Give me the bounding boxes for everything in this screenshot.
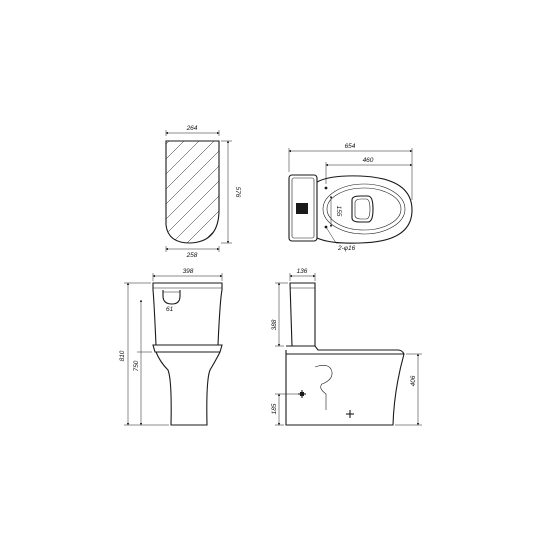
dim-bowl-length: 460 <box>325 157 413 184</box>
dim-outlet-height: 185 <box>271 393 298 426</box>
dim-label-576: 576 <box>234 187 241 198</box>
tank-side-outline <box>289 282 316 347</box>
trapway <box>314 365 333 410</box>
dim-label-185: 185 <box>271 403 278 414</box>
side-section-view: 264 258 576 <box>165 125 241 259</box>
drain-opening <box>351 195 374 223</box>
top-view: 654 460 155 2-φ16 <box>288 143 413 252</box>
side-view: 136 388 185 406 <box>271 268 422 426</box>
seat-lid <box>286 345 405 355</box>
dim-width-top: 264 <box>165 125 220 136</box>
dim-tank-height: 388 <box>271 282 288 347</box>
dim-label-460: 460 <box>363 157 374 164</box>
dim-overall-height: 810 <box>119 282 169 426</box>
dim-label-258: 258 <box>186 252 198 259</box>
dim-bowl-height: 406 <box>395 353 422 426</box>
dim-front-width: 398 <box>152 268 223 281</box>
bowl-inner <box>322 183 406 235</box>
floor-center-mark <box>346 410 354 418</box>
dim-label-750: 750 <box>133 360 140 371</box>
dim-label-398: 398 <box>183 268 194 275</box>
dim-label-406: 406 <box>410 375 417 386</box>
flush-button-plan <box>296 203 308 214</box>
dim-tank-depth: 136 <box>289 268 316 281</box>
dim-holes-leader: 2-φ16 <box>325 226 360 252</box>
dim-label-810: 810 <box>119 350 126 361</box>
seat-band <box>152 344 223 353</box>
dim-label-61: 61 <box>166 306 174 313</box>
front-view: 61 398 810 750 <box>119 268 223 426</box>
flush-mechanism <box>162 290 181 305</box>
dim-label-155: 155 <box>335 206 342 217</box>
dim-seat-height: 750 <box>133 299 152 426</box>
dim-label-654: 654 <box>345 143 356 150</box>
dim-height-section: 576 <box>221 140 241 244</box>
dim-label-holes: 2-φ16 <box>337 245 356 252</box>
section-hatching <box>166 141 219 243</box>
dim-hole-offset: 155 <box>329 195 342 228</box>
tank-outline <box>288 174 318 242</box>
outlet-center-mark <box>298 390 306 398</box>
dim-label-264: 264 <box>186 125 198 132</box>
dim-label-388: 388 <box>271 319 278 330</box>
dim-width-bottom: 258 <box>165 246 220 259</box>
bowl-side-outline <box>285 350 405 426</box>
section-outline <box>165 140 220 244</box>
fixing-hole-top <box>324 186 328 190</box>
dim-overall-length: 654 <box>288 143 413 200</box>
dim-label-136: 136 <box>297 268 308 275</box>
bowl-front-outline <box>155 351 221 426</box>
